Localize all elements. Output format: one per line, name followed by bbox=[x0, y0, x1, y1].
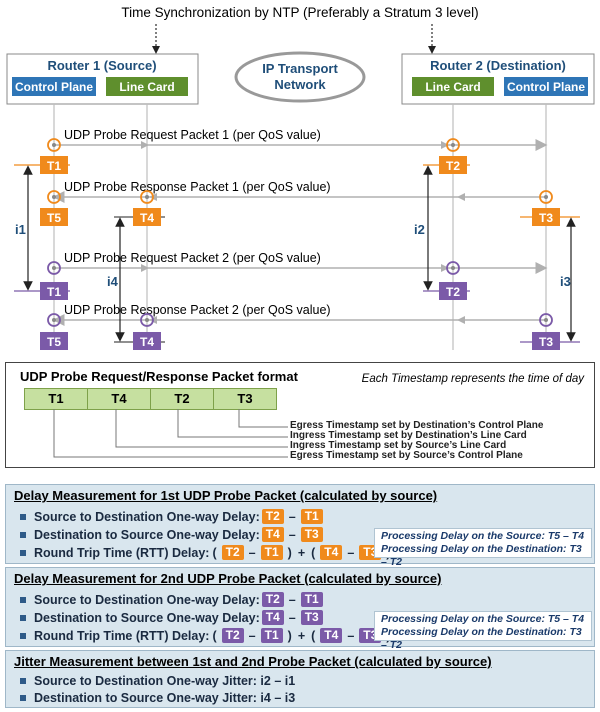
tag-t3-b: T3 bbox=[539, 335, 553, 349]
jitter-s2d: Source to Destination One-way Jitter: i2… bbox=[20, 674, 295, 688]
tag-t5-b: T5 bbox=[47, 335, 61, 349]
jitter-title: Jitter Measurement between 1st and 2nd P… bbox=[14, 654, 492, 669]
resp2-label: UDP Probe Response Packet 2 (per QoS val… bbox=[64, 303, 331, 317]
router2-control-plane bbox=[504, 77, 588, 96]
delay2-rtt: Round Trip Time (RTT) Delay: (T2–T1) + (… bbox=[20, 628, 393, 643]
tag-t5-a: T5 bbox=[47, 211, 61, 225]
router2-line-label: Line Card bbox=[425, 80, 480, 94]
tag-t2-a: T2 bbox=[446, 159, 460, 173]
network-line2: Network bbox=[274, 77, 326, 92]
tag-t4-b: T4 bbox=[140, 335, 154, 349]
jitter-d2s: Destination to Source One-way Jitter: i4… bbox=[20, 691, 295, 705]
jitter-panel: Jitter Measurement between 1st and 2nd P… bbox=[5, 650, 595, 708]
field-t1: T1 bbox=[24, 388, 88, 410]
tag-t1-a: T1 bbox=[47, 159, 61, 173]
interval-i4-label: i4 bbox=[107, 274, 119, 289]
router1-title: Router 1 (Source) bbox=[47, 58, 156, 73]
delay1-processing-box: Processing Delay on the Source: T5 – T4 … bbox=[374, 528, 592, 568]
interval-i1-label: i1 bbox=[15, 222, 26, 237]
format-label-t2: Ingress Timestamp set by Destination’s L… bbox=[290, 430, 527, 441]
delay1-s2d: Source to Destination One-way Delay: T2–… bbox=[20, 509, 325, 524]
delay1-d2s: Destination to Source One-way Delay: T4–… bbox=[20, 527, 325, 542]
interval-i2-label: i2 bbox=[414, 222, 425, 237]
interval-i3-label: i3 bbox=[560, 274, 571, 289]
delay2-title: Delay Measurement for 2nd UDP Probe Pack… bbox=[14, 571, 442, 586]
router1-line-label: Line Card bbox=[119, 80, 174, 94]
tag-t4-a: T4 bbox=[140, 211, 154, 225]
timestamp-fields: T1 T4 T2 T3 bbox=[24, 388, 277, 410]
tag-t1-b: T1 bbox=[47, 285, 61, 299]
delay2-d2s: Destination to Source One-way Delay: T4–… bbox=[20, 610, 325, 625]
delay2-s2d: Source to Destination One-way Delay: T2–… bbox=[20, 592, 325, 607]
tag-t2-b: T2 bbox=[446, 285, 460, 299]
router2-line-card bbox=[412, 77, 494, 96]
field-t3: T3 bbox=[213, 388, 277, 410]
delay1-rtt: Round Trip Time (RTT) Delay: (T2–T1) + (… bbox=[20, 545, 393, 560]
router2-control-label: Control Plane bbox=[507, 80, 585, 94]
network-line1: IP Transport bbox=[262, 61, 338, 76]
req2-label: UDP Probe Request Packet 2 (per QoS valu… bbox=[64, 251, 321, 265]
ntp-label: Time Synchronization by NTP (Preferably … bbox=[121, 5, 478, 20]
router1-control-plane bbox=[12, 77, 96, 96]
field-t4: T4 bbox=[87, 388, 151, 410]
tag-t3-a: T3 bbox=[539, 211, 553, 225]
format-label-t1: Egress Timestamp set by Source’s Control… bbox=[290, 450, 523, 461]
req1-label: UDP Probe Request Packet 1 (per QoS valu… bbox=[64, 128, 321, 142]
timing-diagram: Time Synchronization by NTP (Preferably … bbox=[6, 5, 595, 350]
format-title: UDP Probe Request/Response Packet format bbox=[20, 369, 298, 384]
delay1-title: Delay Measurement for 1st UDP Probe Pack… bbox=[14, 488, 438, 503]
router1-line-card bbox=[106, 77, 188, 96]
format-label-t4: Ingress Timestamp set by Source’s Line C… bbox=[290, 440, 507, 451]
router2-title: Router 2 (Destination) bbox=[430, 58, 566, 73]
router1-control-label: Control Plane bbox=[15, 80, 93, 94]
delay2-processing-box: Processing Delay on the Source: T5 – T4 … bbox=[374, 611, 592, 651]
delay1-panel: Delay Measurement for 1st UDP Probe Pack… bbox=[5, 484, 595, 568]
format-label-t3: Egress Timestamp set by Destination’s Co… bbox=[290, 420, 544, 431]
packet-format-box: UDP Probe Request/Response Packet format… bbox=[5, 362, 595, 468]
delay2-panel: Delay Measurement for 2nd UDP Probe Pack… bbox=[5, 567, 595, 651]
network-ellipse bbox=[234, 51, 366, 103]
resp1-label: UDP Probe Response Packet 1 (per QoS val… bbox=[64, 180, 331, 194]
format-note: Each Timestamp represents the time of da… bbox=[361, 373, 584, 385]
field-t2: T2 bbox=[150, 388, 214, 410]
